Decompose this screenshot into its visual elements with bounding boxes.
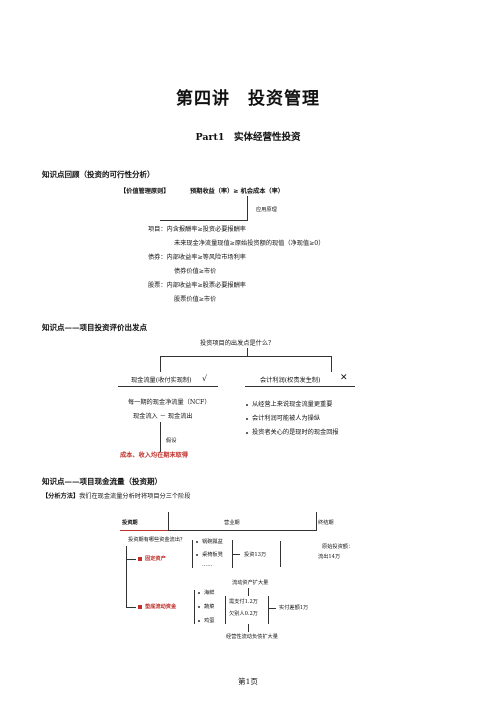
- fixed-item-2: ……: [202, 562, 213, 568]
- inflow-outflow: 现金流入 － 现金流出: [133, 413, 193, 420]
- timeline-phase3: 终结期: [318, 520, 334, 526]
- timeline-tick-1: [168, 512, 169, 531]
- principle-formula: 预期收益（率）≥ 机会成本（率）: [190, 188, 284, 195]
- ncf-line: 每一期的现金净流量（NCF）: [128, 397, 211, 406]
- assume-result: 成本、收入均在期末取得: [120, 452, 189, 459]
- page-subtitle: Part1 实体经营性投资: [195, 132, 301, 143]
- eval-right-drop: [331, 356, 332, 372]
- bullet-icon: [246, 417, 248, 420]
- invest-trunk: [126, 546, 127, 608]
- principle-label: 【价值管理原则】: [120, 188, 170, 195]
- page-number: 第1页: [238, 677, 258, 686]
- square-bullet-icon: [138, 604, 142, 609]
- section1-heading: 知识点回顾（投资的可行性分析）: [42, 170, 155, 179]
- fixed-brace: [192, 540, 193, 568]
- wc-top-note: 流动资产扩大量: [232, 580, 269, 586]
- ncf-text: 每一期的现金净流量（NCF）: [128, 399, 211, 406]
- profit-bullet-1: 会计利润可能被人为操纵: [246, 413, 320, 422]
- bullet-icon: [246, 403, 248, 406]
- wc-branch: [126, 607, 136, 608]
- vr-line-5: 股票价值≥市价: [174, 296, 217, 303]
- section2-heading: 知识点——项目投资评价出发点: [42, 323, 147, 332]
- timeline-invest-bar: [120, 530, 168, 531]
- page-title: 第四讲 投资管理: [176, 89, 320, 109]
- method-text: 我们在现金流量分析时将项目分三个阶段: [79, 493, 191, 500]
- apply-underline: [160, 220, 248, 221]
- vr-line-4: 股票：内部收益率≥股票必要报酬率: [148, 282, 246, 289]
- assume-label: 假设: [166, 438, 177, 444]
- wc-item-text: 蔬菜: [204, 604, 215, 610]
- wc-label: 垫底流动资金: [138, 603, 176, 610]
- wc-line-2: 欠别人0.2万: [229, 611, 258, 617]
- bullet-icon: [196, 540, 198, 543]
- wc-item-2: 鸡蛋: [198, 617, 214, 624]
- method-line: 【分析方法】我们在现金流量分析时将项目分三个阶段: [42, 491, 191, 500]
- wc-mid-brace: [225, 596, 226, 624]
- vr-line-0: 项目：内含报酬率≥投资必要报酬率: [148, 226, 246, 233]
- bullet-icon: [198, 619, 200, 622]
- check-icon: √: [202, 374, 208, 383]
- wc-item-text: 鸡蛋: [204, 618, 215, 624]
- timeline-phase1: 投资期: [122, 520, 138, 526]
- eval-left-drop: [160, 356, 161, 372]
- profit-title: 会计利润(权责发生制): [260, 377, 321, 384]
- fixed-item-0: 锅碗瓢盆: [196, 538, 223, 545]
- profit-bullet-text: 投资者关心的是现时的现金回报: [252, 429, 339, 436]
- wc-bottom-connector: [248, 624, 249, 632]
- wc-item-1: 蔬菜: [198, 603, 214, 610]
- apply-connector: [247, 196, 248, 220]
- method-label: 【分析方法】: [42, 493, 80, 500]
- fixed-item-text: 桌椅板凳: [202, 552, 223, 558]
- profit-underline: [245, 386, 355, 387]
- wc-text: 垫底流动资金: [145, 604, 177, 610]
- cashflow-title: 现金流量(收付实现制): [131, 377, 192, 384]
- vr-line-2: 债券：内部收益率≥等风险市场利率: [148, 254, 246, 261]
- apply-label: 应用原理: [256, 207, 277, 213]
- profit-bullet-text: 会计利润可能被人为操纵: [252, 415, 321, 422]
- original-note-value: 流出14万: [318, 554, 341, 560]
- fixed-asset-text: 固定资产: [145, 556, 166, 562]
- timeline-operate-bar: [168, 530, 316, 531]
- wc-bottom-note: 经营性流动负债扩大量: [226, 634, 278, 640]
- wc-top-connector: [248, 588, 249, 596]
- eval-stem: [247, 348, 248, 356]
- section3-heading: 知识点——项目现金流量（投资期）: [42, 477, 162, 486]
- wc-result-brace: [268, 596, 269, 624]
- profit-bullet-2: 投资者关心的是现时的现金回报: [246, 427, 339, 436]
- wc-result-tick: [268, 608, 276, 609]
- timeline-tick-2: [316, 512, 317, 531]
- wc-item-0: 海鲜: [198, 589, 214, 596]
- fixed-result: 投资13万: [244, 552, 267, 558]
- eval-question: 投资项目的出发点是什么？: [200, 340, 275, 347]
- wc-result: 实付差额1万: [279, 605, 309, 611]
- profit-bullet-text: 从经营上来说现金流量更重要: [252, 401, 333, 408]
- timeline-phase2: 营业期: [224, 520, 240, 526]
- fixed-branch: [126, 559, 136, 560]
- bullet-icon: [196, 553, 198, 556]
- assume-connector: [160, 422, 161, 452]
- fixed-asset-label: 固定资产: [138, 555, 166, 562]
- wc-line-1: 需支付1.2万: [229, 599, 258, 605]
- square-bullet-icon: [138, 556, 142, 561]
- original-brace: [280, 541, 281, 567]
- fixed-item-text: 锅碗瓢盆: [202, 539, 223, 545]
- eval-branch: [160, 356, 332, 357]
- bullet-icon: [198, 591, 200, 594]
- vr-line-1: 未来现金净流量现值≥原始投资额的现值（净现值≥0）: [174, 240, 325, 247]
- wc-brace: [194, 590, 195, 624]
- original-note-title: 原始投资额：: [322, 544, 354, 550]
- invest-question: 投资期有哪些资金流出？: [128, 537, 186, 543]
- cross-icon: ✕: [340, 373, 348, 383]
- cashflow-underline: [118, 386, 218, 387]
- fixed-item-1: 桌椅板凳: [196, 551, 223, 558]
- fixed-result-tick: [232, 554, 240, 555]
- profit-bullet-0: 从经营上来说现金流量更重要: [246, 399, 332, 408]
- bullet-icon: [198, 605, 200, 608]
- vr-line-3: 债券价值≥市价: [174, 268, 217, 275]
- wc-item-text: 海鲜: [204, 590, 215, 596]
- bullet-icon: [246, 431, 248, 434]
